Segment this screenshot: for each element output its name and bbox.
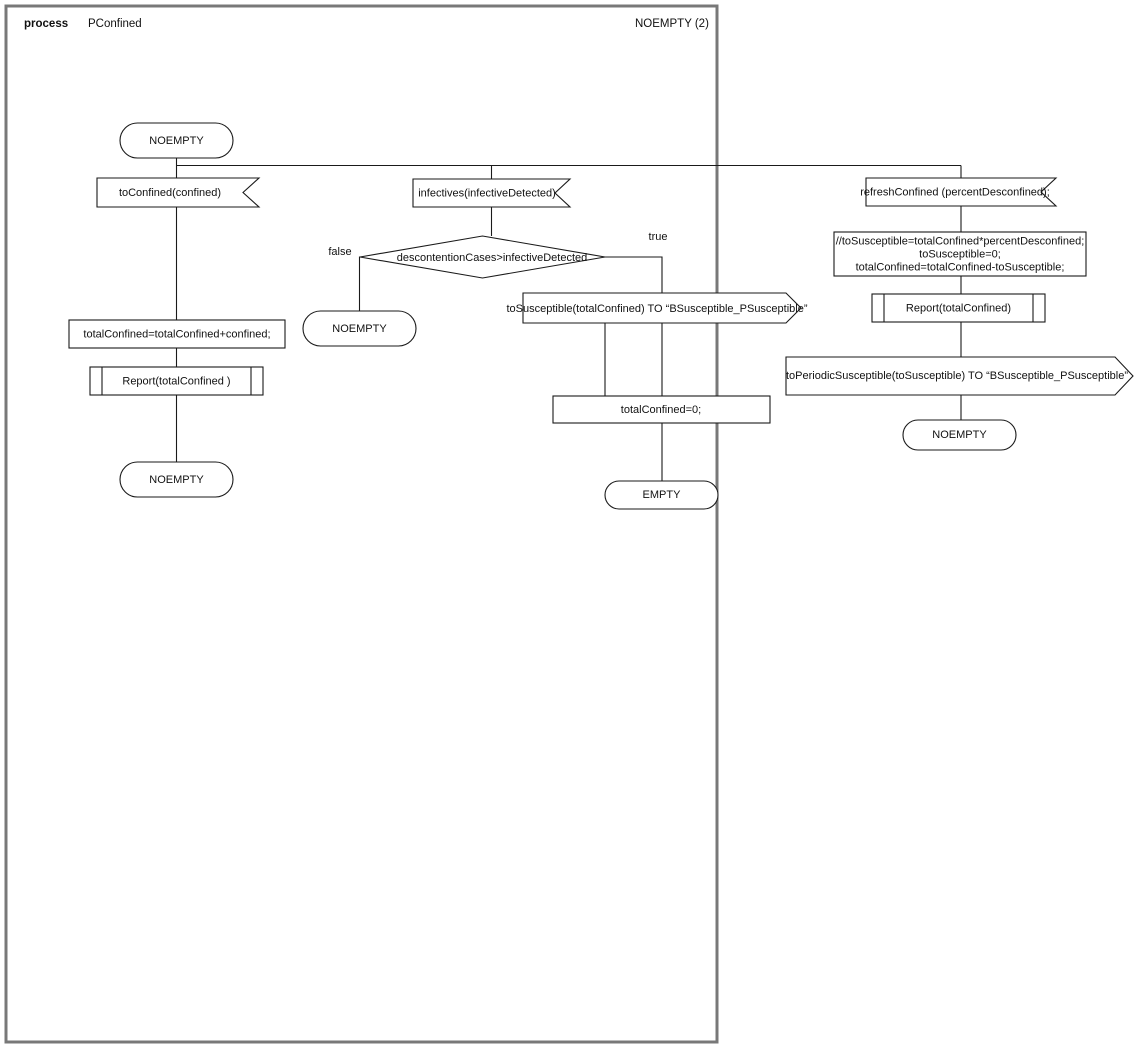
node-input-to-confined[interactable]: toConfined(confined) (96, 177, 261, 208)
state-label: NOEMPTY (932, 429, 987, 441)
node-proc-report-left[interactable]: Report(totalConfined ) (89, 366, 264, 396)
output-label: toPeriodicSusceptible(toSusceptible) TO … (786, 370, 1128, 382)
header-page-label: NOEMPTY (2) (635, 18, 709, 30)
input-shape (865, 177, 1058, 207)
node-decision-descontention[interactable]: descontentionCases>infectiveDetected (359, 235, 606, 279)
flowline-decision-false (358, 256, 361, 311)
flow-lines (175, 158, 962, 481)
node-proc-report-right[interactable]: Report(totalConfined) (871, 293, 1046, 323)
state-shape (302, 310, 417, 347)
task-line-3: totalConfined=totalConfined-toSusceptibl… (856, 261, 1065, 273)
state-label: NOEMPTY (149, 474, 204, 486)
node-output-to-periodic-susceptible[interactable]: toPeriodicSusceptible(toSusceptible) TO … (785, 356, 1134, 396)
output-shape (785, 356, 1134, 396)
state-label: NOEMPTY (332, 323, 387, 335)
state-shape (604, 480, 719, 510)
node-state-noempty-false[interactable]: NOEMPTY (302, 310, 417, 347)
task-line: totalConfined=totalConfined+confined; (83, 328, 270, 340)
state-label: EMPTY (643, 489, 682, 501)
task-shape (68, 319, 286, 349)
branch-label-false: false (328, 246, 351, 258)
flowline-decision-true (605, 256, 663, 396)
node-task-to-susceptible-calc[interactable]: //toSusceptible=totalConfined*percentDes… (833, 231, 1087, 277)
input-shape (96, 177, 261, 208)
decision-label: descontentionCases>infectiveDetected (397, 252, 587, 264)
task-line: totalConfined=0; (621, 404, 701, 416)
node-start-state[interactable]: NOEMPTY (119, 122, 234, 159)
task-line-1: //toSusceptible=totalConfined*percentDes… (836, 235, 1085, 247)
state-shape (902, 419, 1017, 451)
process-frame (4, 4, 719, 1044)
input-label: refreshConfined (percentDesconfined); (860, 186, 1050, 198)
node-output-to-susceptible[interactable]: toSusceptible(totalConfined) TO “BSuscep… (506, 292, 808, 324)
state-shape (119, 461, 234, 498)
state-label: NOEMPTY (149, 135, 204, 147)
node-input-infectives[interactable]: infectives(infectiveDetected) (412, 178, 572, 208)
header-diagram-name: PConfined (88, 18, 142, 30)
state-shape (119, 122, 234, 159)
input-shape (412, 178, 572, 208)
output-label: toSusceptible(totalConfined) TO “BSuscep… (506, 303, 807, 315)
node-task-total-confined-zero[interactable]: totalConfined=0; (552, 395, 771, 424)
task-shape (833, 231, 1087, 277)
node-input-refresh-confined[interactable]: refreshConfined (percentDesconfined); (860, 177, 1058, 207)
node-task-total-confined-add[interactable]: totalConfined=totalConfined+confined; (68, 319, 286, 349)
node-state-noempty-left[interactable]: NOEMPTY (119, 461, 234, 498)
decision-shape (359, 235, 606, 279)
input-label: infectives(infectiveDetected) (418, 187, 556, 199)
procedure-label: Report(totalConfined ) (122, 375, 230, 387)
procedure-shape (871, 293, 1046, 323)
branch-label-true: true (649, 231, 668, 243)
procedure-label: Report(totalConfined) (906, 302, 1011, 314)
task-line-2: toSusceptible=0; (919, 248, 1001, 260)
node-state-empty[interactable]: EMPTY (604, 480, 719, 510)
input-label: toConfined(confined) (119, 187, 221, 199)
task-shape (552, 395, 771, 424)
output-shape (522, 292, 802, 324)
node-state-noempty-right[interactable]: NOEMPTY (902, 419, 1017, 451)
procedure-shape (89, 366, 264, 396)
header-kind-label: process (24, 18, 68, 30)
